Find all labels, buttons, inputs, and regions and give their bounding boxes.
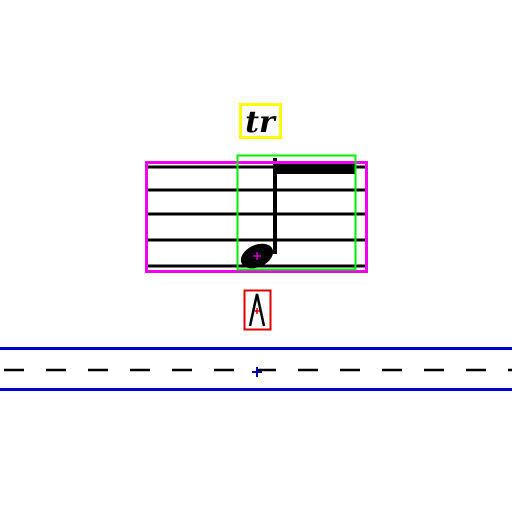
ornament-label: tr [245, 105, 277, 140]
staff-box [145, 161, 368, 273]
ornament-box [239, 103, 282, 139]
articulation-box [243, 289, 272, 331]
note-stem [273, 158, 277, 254]
staff-centre-marker [253, 252, 261, 260]
note-beam [275, 162, 355, 174]
band-centre-marker [252, 367, 262, 377]
accent-marcato-icon [248, 293, 266, 327]
note-box [236, 154, 357, 271]
articulation-centre-marker [254, 308, 260, 314]
